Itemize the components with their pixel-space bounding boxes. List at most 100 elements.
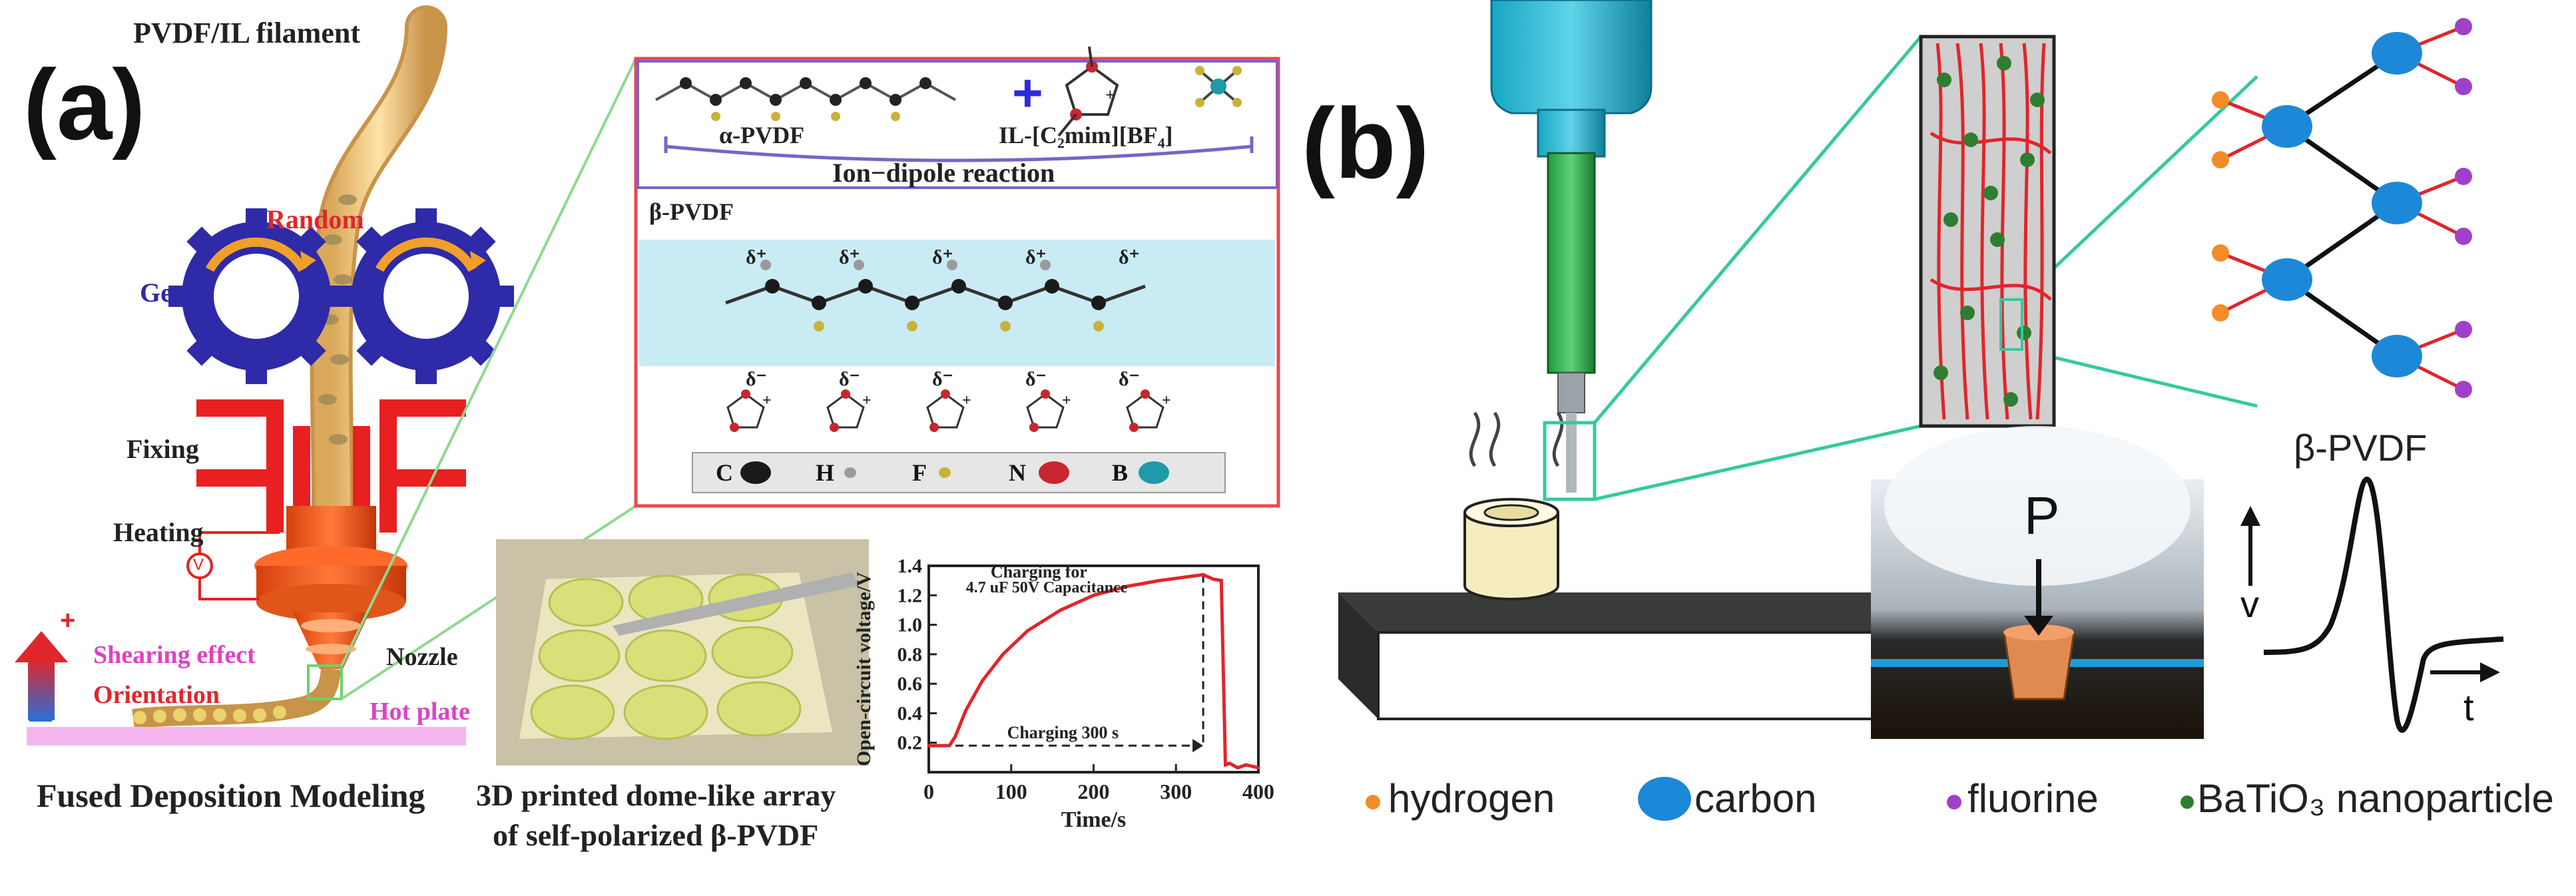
- delta-minus-1: δ⁻: [746, 368, 767, 390]
- il-row-charge-1: +: [762, 392, 772, 409]
- photo-caption-line1: 3D printed dome-like array: [476, 778, 836, 812]
- data-point-2: [953, 735, 957, 739]
- delta-plus-2: δ⁺: [839, 246, 860, 268]
- y-tick-label-1: 0.4: [898, 702, 923, 724]
- v-axis-label: v: [2240, 583, 2259, 625]
- svg-text:+: +: [60, 606, 75, 635]
- beta-pvdf-molecule: [2212, 18, 2472, 398]
- batio3-marker: [2181, 795, 2194, 809]
- heating-label: Heating: [113, 517, 204, 547]
- carbon-marker: [1638, 777, 1691, 821]
- atom-legend-h-label: H: [816, 459, 835, 486]
- il-row-charge-3: +: [962, 392, 971, 409]
- x-tick-label-4: 400: [1242, 780, 1274, 803]
- y-tick-label-3: 0.8: [898, 644, 923, 666]
- annotation-duration: Charging 300 s: [1007, 723, 1119, 742]
- data-point-4: [980, 679, 984, 683]
- il-label: IL-[C₂mim][BF₄]: [999, 122, 1173, 148]
- x-tick-label-1: 100: [995, 780, 1027, 803]
- press-test-photo: [1871, 426, 2204, 739]
- panel-b-tag: (b): [1302, 87, 1429, 199]
- photo-caption-line2: of self-polarized β-PVDF: [493, 818, 819, 852]
- data-point-5: [1001, 652, 1005, 656]
- legend-carbon: carbon: [1694, 776, 1817, 821]
- beta-pvdf-caption: β-PVDF: [2294, 427, 2428, 469]
- voltmeter-symbol: V: [193, 556, 204, 574]
- data-point-8: [1092, 593, 1095, 597]
- il-row-charge-5: +: [1162, 392, 1171, 409]
- ionic-liquid-ring: [1057, 46, 1119, 137]
- filament-label: PVDF/IL filament: [133, 17, 360, 49]
- y-tick-label-2: 0.6: [898, 673, 923, 695]
- atom-legend-box: [692, 452, 1226, 493]
- data-point-1: [947, 744, 951, 748]
- beta-pvdf-label: β-PVDF: [649, 198, 734, 225]
- voltage-pulse-plot: [2240, 476, 2504, 733]
- data-point-18: [1244, 763, 1248, 767]
- panel-b-legend-markers: [1366, 777, 2194, 821]
- heating-circuit: [198, 531, 280, 600]
- delta-minus-2: δ⁻: [839, 368, 860, 390]
- legend-fluorine: fluorine: [1967, 776, 2099, 821]
- atom-legend-h-dot: [844, 467, 856, 478]
- y-tick-label-4: 1.0: [898, 614, 923, 636]
- x-tick-label-0: 0: [923, 780, 934, 803]
- x-tick-label-3: 300: [1160, 780, 1192, 803]
- data-point-14: [1219, 578, 1223, 582]
- y-tick-label-6: 1.4: [898, 555, 923, 577]
- fdm-caption: Fused Deposition Modeling: [37, 777, 425, 814]
- dome-array-photo: [496, 539, 869, 766]
- atom-legend-c-dot: [740, 461, 771, 484]
- bf4-anion: [1195, 66, 1242, 107]
- y-tick-label-0: 0.2: [898, 732, 923, 754]
- force-label: P: [2024, 486, 2060, 545]
- shearing-effect-label: Shearing effect: [93, 641, 256, 669]
- atom-legend-f-dot: [939, 467, 951, 478]
- data-point-16: [1228, 762, 1232, 766]
- legend-batio3: BaTiO₃ nanoparticle: [2197, 776, 2554, 821]
- atom-legend-c-label: C: [716, 459, 733, 486]
- hot-plate: [27, 727, 466, 746]
- atom-legend-n-label: N: [1009, 459, 1026, 486]
- reaction-box: [634, 46, 1280, 508]
- y-tick-label-5: 1.2: [898, 584, 923, 606]
- data-point-10: [1158, 578, 1161, 582]
- fdm-schematic: +: [15, 5, 514, 746]
- delta-plus-1: δ⁺: [746, 246, 767, 268]
- y-axis-title: Open-circuit voltage/V: [853, 572, 875, 766]
- shearing-arrow-icon: +: [15, 606, 75, 722]
- fixing-frame: [196, 399, 466, 533]
- fluorine-marker: [1947, 795, 1961, 809]
- electrospinning-schematic: [1338, 0, 1932, 720]
- zoom-lines-a: [340, 58, 637, 700]
- delta-plus-5: δ⁺: [1119, 246, 1140, 268]
- nozzle-label: Nozzle: [386, 643, 458, 671]
- x-axis-title: Time/s: [1061, 807, 1127, 832]
- data-point-6: [1026, 628, 1029, 632]
- delta-plus-3: δ⁺: [932, 246, 953, 268]
- duration-arrowhead: [1192, 739, 1204, 753]
- ion-dipole-label: Ion−dipole reaction: [832, 158, 1055, 188]
- data-point-9: [1125, 584, 1129, 588]
- delta-minus-4: δ⁻: [1025, 368, 1047, 390]
- data-point-7: [1059, 608, 1063, 612]
- data-point-12: [1201, 572, 1205, 576]
- atom-legend-n-dot: [1039, 461, 1069, 484]
- data-point-19: [1256, 766, 1260, 770]
- panel-a-tag: (a): [23, 49, 146, 160]
- atom-legend-b-label: B: [1112, 459, 1129, 486]
- legend-hydrogen: hydrogen: [1388, 776, 1555, 821]
- il-row-charge-4: +: [1062, 392, 1071, 409]
- fixing-label: Fixing: [127, 434, 199, 464]
- delta-minus-3: δ⁻: [932, 368, 953, 390]
- orientation-label: Orientation: [93, 681, 220, 709]
- data-point-3: [964, 708, 968, 712]
- annotation-charging-line2: 4.7 uF 50V Capacitance: [966, 579, 1128, 596]
- data-point-17: [1236, 766, 1240, 770]
- il-row-charge-2: +: [862, 392, 872, 409]
- t-axis-label: t: [2463, 686, 2474, 728]
- alpha-pvdf-label: α-PVDF: [719, 122, 805, 148]
